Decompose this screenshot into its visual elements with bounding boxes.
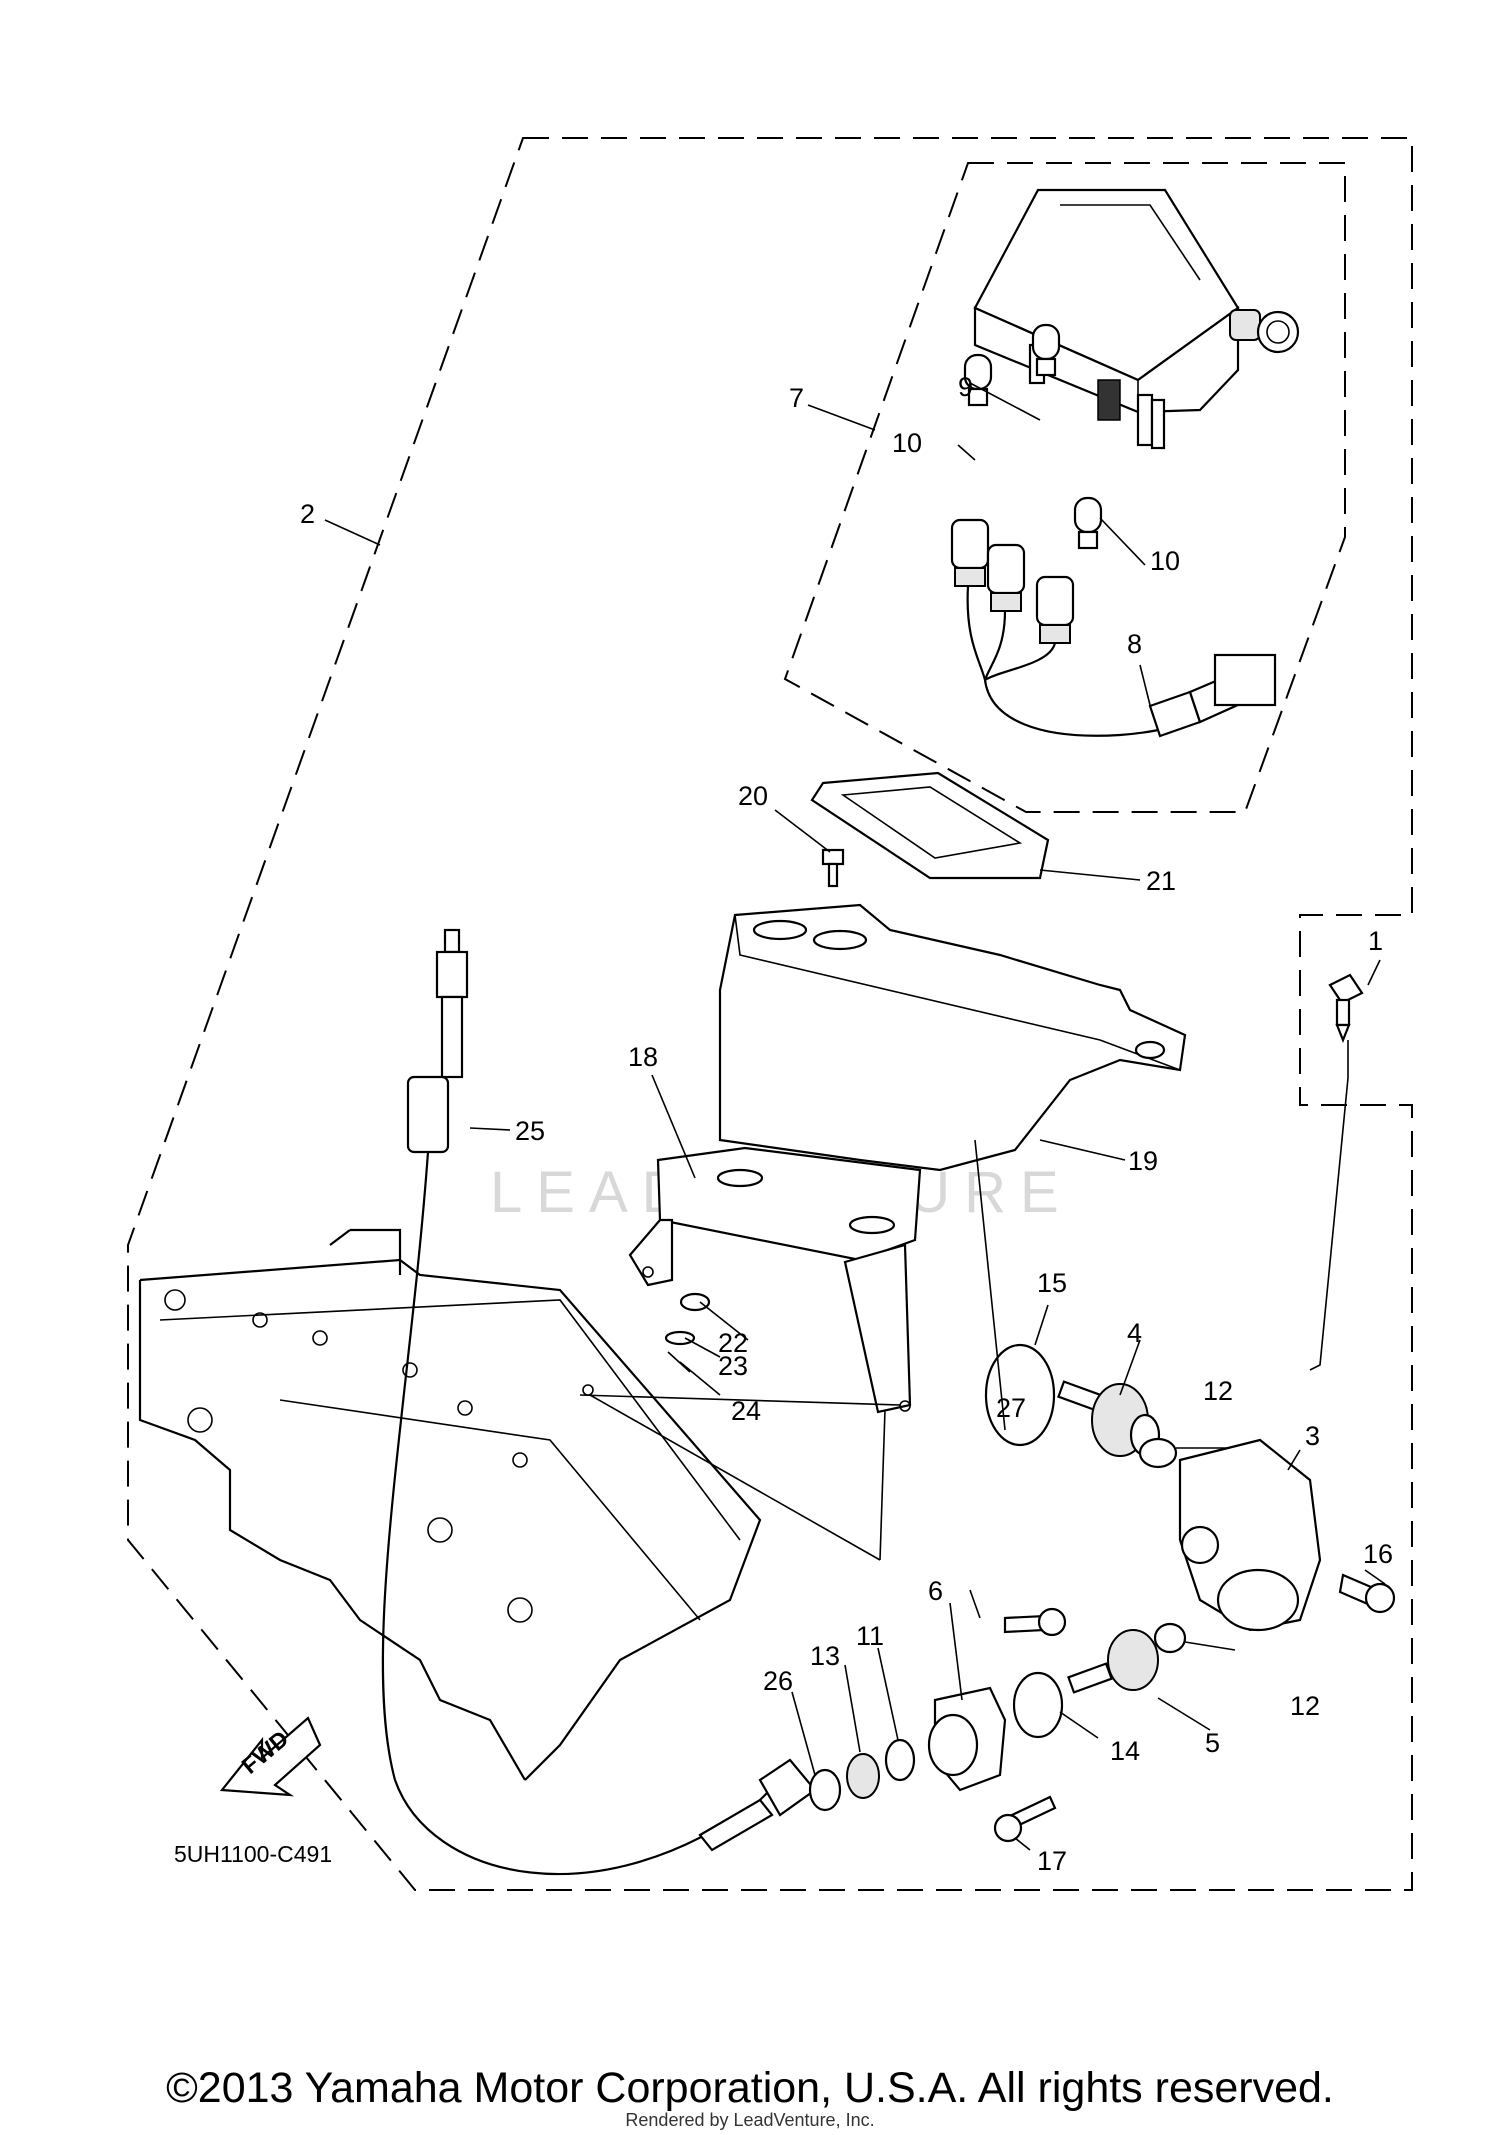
callout-25: 25 — [515, 1116, 545, 1146]
meter-assembly-boundary — [783, 162, 1346, 813]
callout-3: 3 — [1305, 1421, 1320, 1451]
callout-17: 17 — [1037, 1846, 1067, 1876]
bulb-group — [963, 323, 1103, 550]
callout-1: 1 — [1368, 926, 1383, 956]
gear-unit-housing — [1178, 1438, 1322, 1632]
screw-27 — [1003, 1607, 1067, 1637]
callout-14: 14 — [1110, 1736, 1140, 1766]
assembly-boundary — [127, 137, 1413, 1891]
callout-6: 6 — [928, 1576, 943, 1606]
diagram-code: 5UH1100-C491 — [174, 1841, 332, 1867]
callout-23: 23 — [718, 1351, 748, 1381]
washer-11 — [884, 1738, 916, 1782]
callout-4: 4 — [1127, 1318, 1142, 1348]
o-ring-14 — [1012, 1671, 1064, 1739]
callout-7: 7 — [789, 383, 804, 413]
rendered-by-note: Rendered by LeadVenture, Inc. — [625, 2110, 875, 2130]
oil-seal-13 — [846, 1753, 880, 1799]
callout-9: 9 — [958, 372, 973, 402]
callout-18: 18 — [628, 1042, 658, 1072]
bush-12-upper — [1138, 1437, 1178, 1469]
o-ring-15 — [984, 1343, 1056, 1447]
bolt-16 — [1338, 1573, 1396, 1614]
meter-bracket — [628, 1146, 922, 1414]
callout-24: 24 — [731, 1396, 761, 1426]
callout-8: 8 — [1127, 629, 1142, 659]
frame-sketch — [138, 1228, 901, 1781]
cable-end-fitting — [698, 1758, 817, 1852]
callout-13: 13 — [810, 1641, 840, 1671]
callout-19: 19 — [1128, 1146, 1158, 1176]
callout-22: 22 — [718, 1328, 748, 1358]
leader-lines — [324, 382, 1386, 1851]
callout-16: 16 — [1363, 1539, 1393, 1569]
callout-10-upper: 10 — [892, 428, 922, 458]
callout-2: 2 — [300, 499, 315, 529]
circlip-26 — [808, 1768, 842, 1812]
bush-12-lower — [1153, 1622, 1187, 1654]
screw-17 — [993, 1795, 1057, 1843]
callout-12-lower: 12 — [1290, 1691, 1320, 1721]
callout-15: 15 — [1037, 1268, 1067, 1298]
meter-wire-harness — [950, 518, 1277, 738]
screw-20 — [821, 848, 845, 888]
meter-cover — [810, 771, 1050, 880]
copyright-notice: ©2013 Yamaha Motor Corporation, U.S.A. A… — [166, 2064, 1334, 2112]
cable-holder-6 — [927, 1686, 1007, 1792]
speedometer-cable — [381, 928, 771, 1875]
callout-12-upper: 12 — [1203, 1376, 1233, 1406]
callout-10-lower: 10 — [1150, 546, 1180, 576]
drive-gear-5 — [1067, 1629, 1159, 1694]
fwd-arrow: FWD — [219, 1716, 322, 1797]
callout-5: 5 — [1205, 1728, 1220, 1758]
meter-case — [718, 903, 1187, 1172]
callout-21: 21 — [1146, 866, 1176, 896]
callout-11: 11 — [856, 1621, 884, 1651]
bracket-fasteners — [664, 1292, 711, 1373]
callout-27: 27 — [996, 1393, 1026, 1423]
callout-26: 26 — [763, 1666, 793, 1696]
callout-20: 20 — [738, 781, 768, 811]
bolt-1 — [1328, 973, 1364, 1043]
speedometer-meter — [973, 188, 1300, 450]
